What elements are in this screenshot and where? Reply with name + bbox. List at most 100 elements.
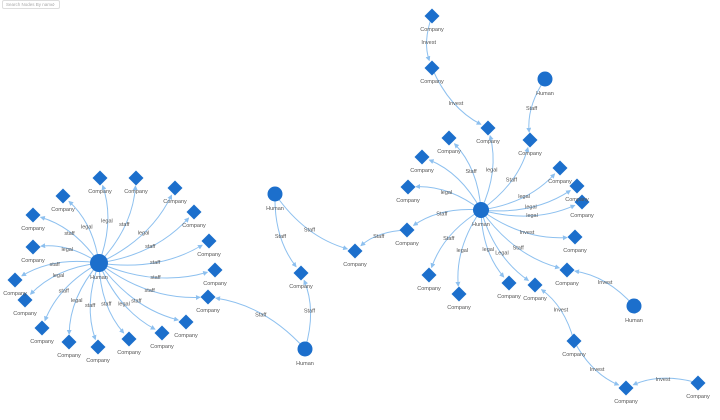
- company-diamond-icon[interactable]: [618, 380, 634, 396]
- company-node[interactable]: Company: [196, 289, 220, 315]
- company-diamond-icon[interactable]: [569, 178, 585, 194]
- company-node[interactable]: Company: [30, 320, 54, 346]
- company-diamond-icon[interactable]: [167, 180, 183, 196]
- company-node[interactable]: Company: [417, 267, 441, 293]
- company-diamond-icon[interactable]: [34, 320, 50, 336]
- company-diamond-icon[interactable]: [25, 207, 41, 223]
- edge[interactable]: [480, 204, 576, 217]
- company-diamond-icon[interactable]: [552, 160, 568, 176]
- company-diamond-icon[interactable]: [154, 325, 170, 341]
- company-node[interactable]: Company: [57, 334, 81, 360]
- edge[interactable]: [98, 262, 209, 279]
- company-diamond-icon[interactable]: [501, 275, 517, 291]
- company-node[interactable]: Company: [182, 204, 206, 230]
- company-node[interactable]: Company: [163, 180, 187, 206]
- company-diamond-icon[interactable]: [25, 239, 41, 255]
- company-diamond-icon[interactable]: [527, 277, 543, 293]
- company-node[interactable]: Company: [476, 120, 500, 146]
- company-node[interactable]: Company: [124, 170, 148, 196]
- company-node[interactable]: Company: [117, 331, 141, 357]
- company-diamond-icon[interactable]: [128, 170, 144, 186]
- company-node[interactable]: Company: [88, 170, 112, 196]
- edge[interactable]: [480, 209, 568, 241]
- company-node[interactable]: Company: [3, 272, 27, 298]
- edge[interactable]: [44, 262, 100, 322]
- company-node[interactable]: Company: [570, 194, 594, 220]
- edge[interactable]: [98, 194, 173, 264]
- company-node[interactable]: Company: [548, 160, 572, 186]
- human-node[interactable]: Human: [266, 186, 284, 213]
- company-node[interactable]: Company: [289, 265, 313, 291]
- company-diamond-icon[interactable]: [178, 314, 194, 330]
- company-node[interactable]: Company: [395, 222, 419, 248]
- edge[interactable]: [215, 296, 306, 350]
- company-diamond-icon[interactable]: [201, 233, 217, 249]
- company-node[interactable]: Company: [420, 8, 444, 34]
- edge[interactable]: [632, 377, 699, 386]
- company-node[interactable]: Company: [86, 339, 110, 365]
- company-diamond-icon[interactable]: [186, 204, 202, 220]
- company-node[interactable]: Company: [562, 333, 586, 359]
- edge[interactable]: [430, 209, 482, 269]
- company-diamond-icon[interactable]: [207, 262, 223, 278]
- company-diamond-icon[interactable]: [480, 120, 496, 136]
- edge[interactable]: [480, 146, 530, 211]
- company-diamond-icon[interactable]: [200, 289, 216, 305]
- company-diamond-icon[interactable]: [55, 188, 71, 204]
- company-node[interactable]: Company: [565, 178, 589, 204]
- company-node[interactable]: Company: [420, 60, 444, 86]
- edge[interactable]: [480, 209, 561, 270]
- company-diamond-icon[interactable]: [451, 286, 467, 302]
- edge[interactable]: [98, 262, 156, 330]
- edge[interactable]: [431, 67, 482, 125]
- company-diamond-icon[interactable]: [566, 333, 582, 349]
- edge[interactable]: [428, 159, 482, 211]
- edge[interactable]: [455, 209, 482, 287]
- company-node[interactable]: Company: [686, 375, 710, 401]
- company-node[interactable]: Company: [447, 286, 471, 312]
- human-node[interactable]: Human: [472, 202, 490, 228]
- human-circle-icon[interactable]: [473, 202, 489, 218]
- company-diamond-icon[interactable]: [17, 292, 33, 308]
- company-diamond-icon[interactable]: [90, 339, 106, 355]
- edge[interactable]: [98, 244, 203, 266]
- search-box[interactable]: ⌕: [2, 0, 60, 9]
- company-node[interactable]: Company: [410, 149, 434, 175]
- human-node[interactable]: Human: [536, 71, 554, 98]
- company-diamond-icon[interactable]: [293, 265, 309, 281]
- edge[interactable]: [303, 279, 312, 350]
- company-diamond-icon[interactable]: [559, 262, 575, 278]
- human-node[interactable]: Human: [90, 254, 108, 281]
- search-icon[interactable]: ⌕: [52, 1, 55, 8]
- company-node[interactable]: Company: [563, 229, 587, 255]
- edge[interactable]: [480, 173, 556, 211]
- company-diamond-icon[interactable]: [567, 229, 583, 245]
- company-node[interactable]: Company: [497, 275, 521, 301]
- edge[interactable]: [98, 262, 180, 322]
- human-circle-icon[interactable]: [626, 298, 642, 314]
- company-diamond-icon[interactable]: [522, 132, 538, 148]
- company-node[interactable]: Company: [21, 239, 45, 265]
- company-node[interactable]: Company: [203, 262, 227, 288]
- company-node[interactable]: Company: [555, 262, 579, 288]
- company-diamond-icon[interactable]: [690, 375, 706, 391]
- company-node[interactable]: Company: [197, 233, 221, 259]
- company-diamond-icon[interactable]: [574, 194, 590, 210]
- human-circle-icon[interactable]: [537, 71, 553, 87]
- company-node[interactable]: Company: [174, 314, 198, 340]
- company-diamond-icon[interactable]: [61, 334, 77, 350]
- company-diamond-icon[interactable]: [414, 149, 430, 165]
- company-diamond-icon[interactable]: [424, 60, 440, 76]
- company-node[interactable]: Company: [396, 179, 420, 205]
- human-circle-icon[interactable]: [90, 254, 108, 272]
- edge[interactable]: [274, 193, 349, 251]
- company-diamond-icon[interactable]: [7, 272, 23, 288]
- edge[interactable]: [480, 189, 572, 212]
- human-circle-icon[interactable]: [297, 341, 313, 357]
- edge[interactable]: [98, 185, 138, 264]
- company-diamond-icon[interactable]: [399, 222, 415, 238]
- edge[interactable]: [98, 217, 190, 264]
- edge[interactable]: [274, 193, 297, 268]
- company-diamond-icon[interactable]: [92, 170, 108, 186]
- company-node[interactable]: Company: [518, 132, 542, 158]
